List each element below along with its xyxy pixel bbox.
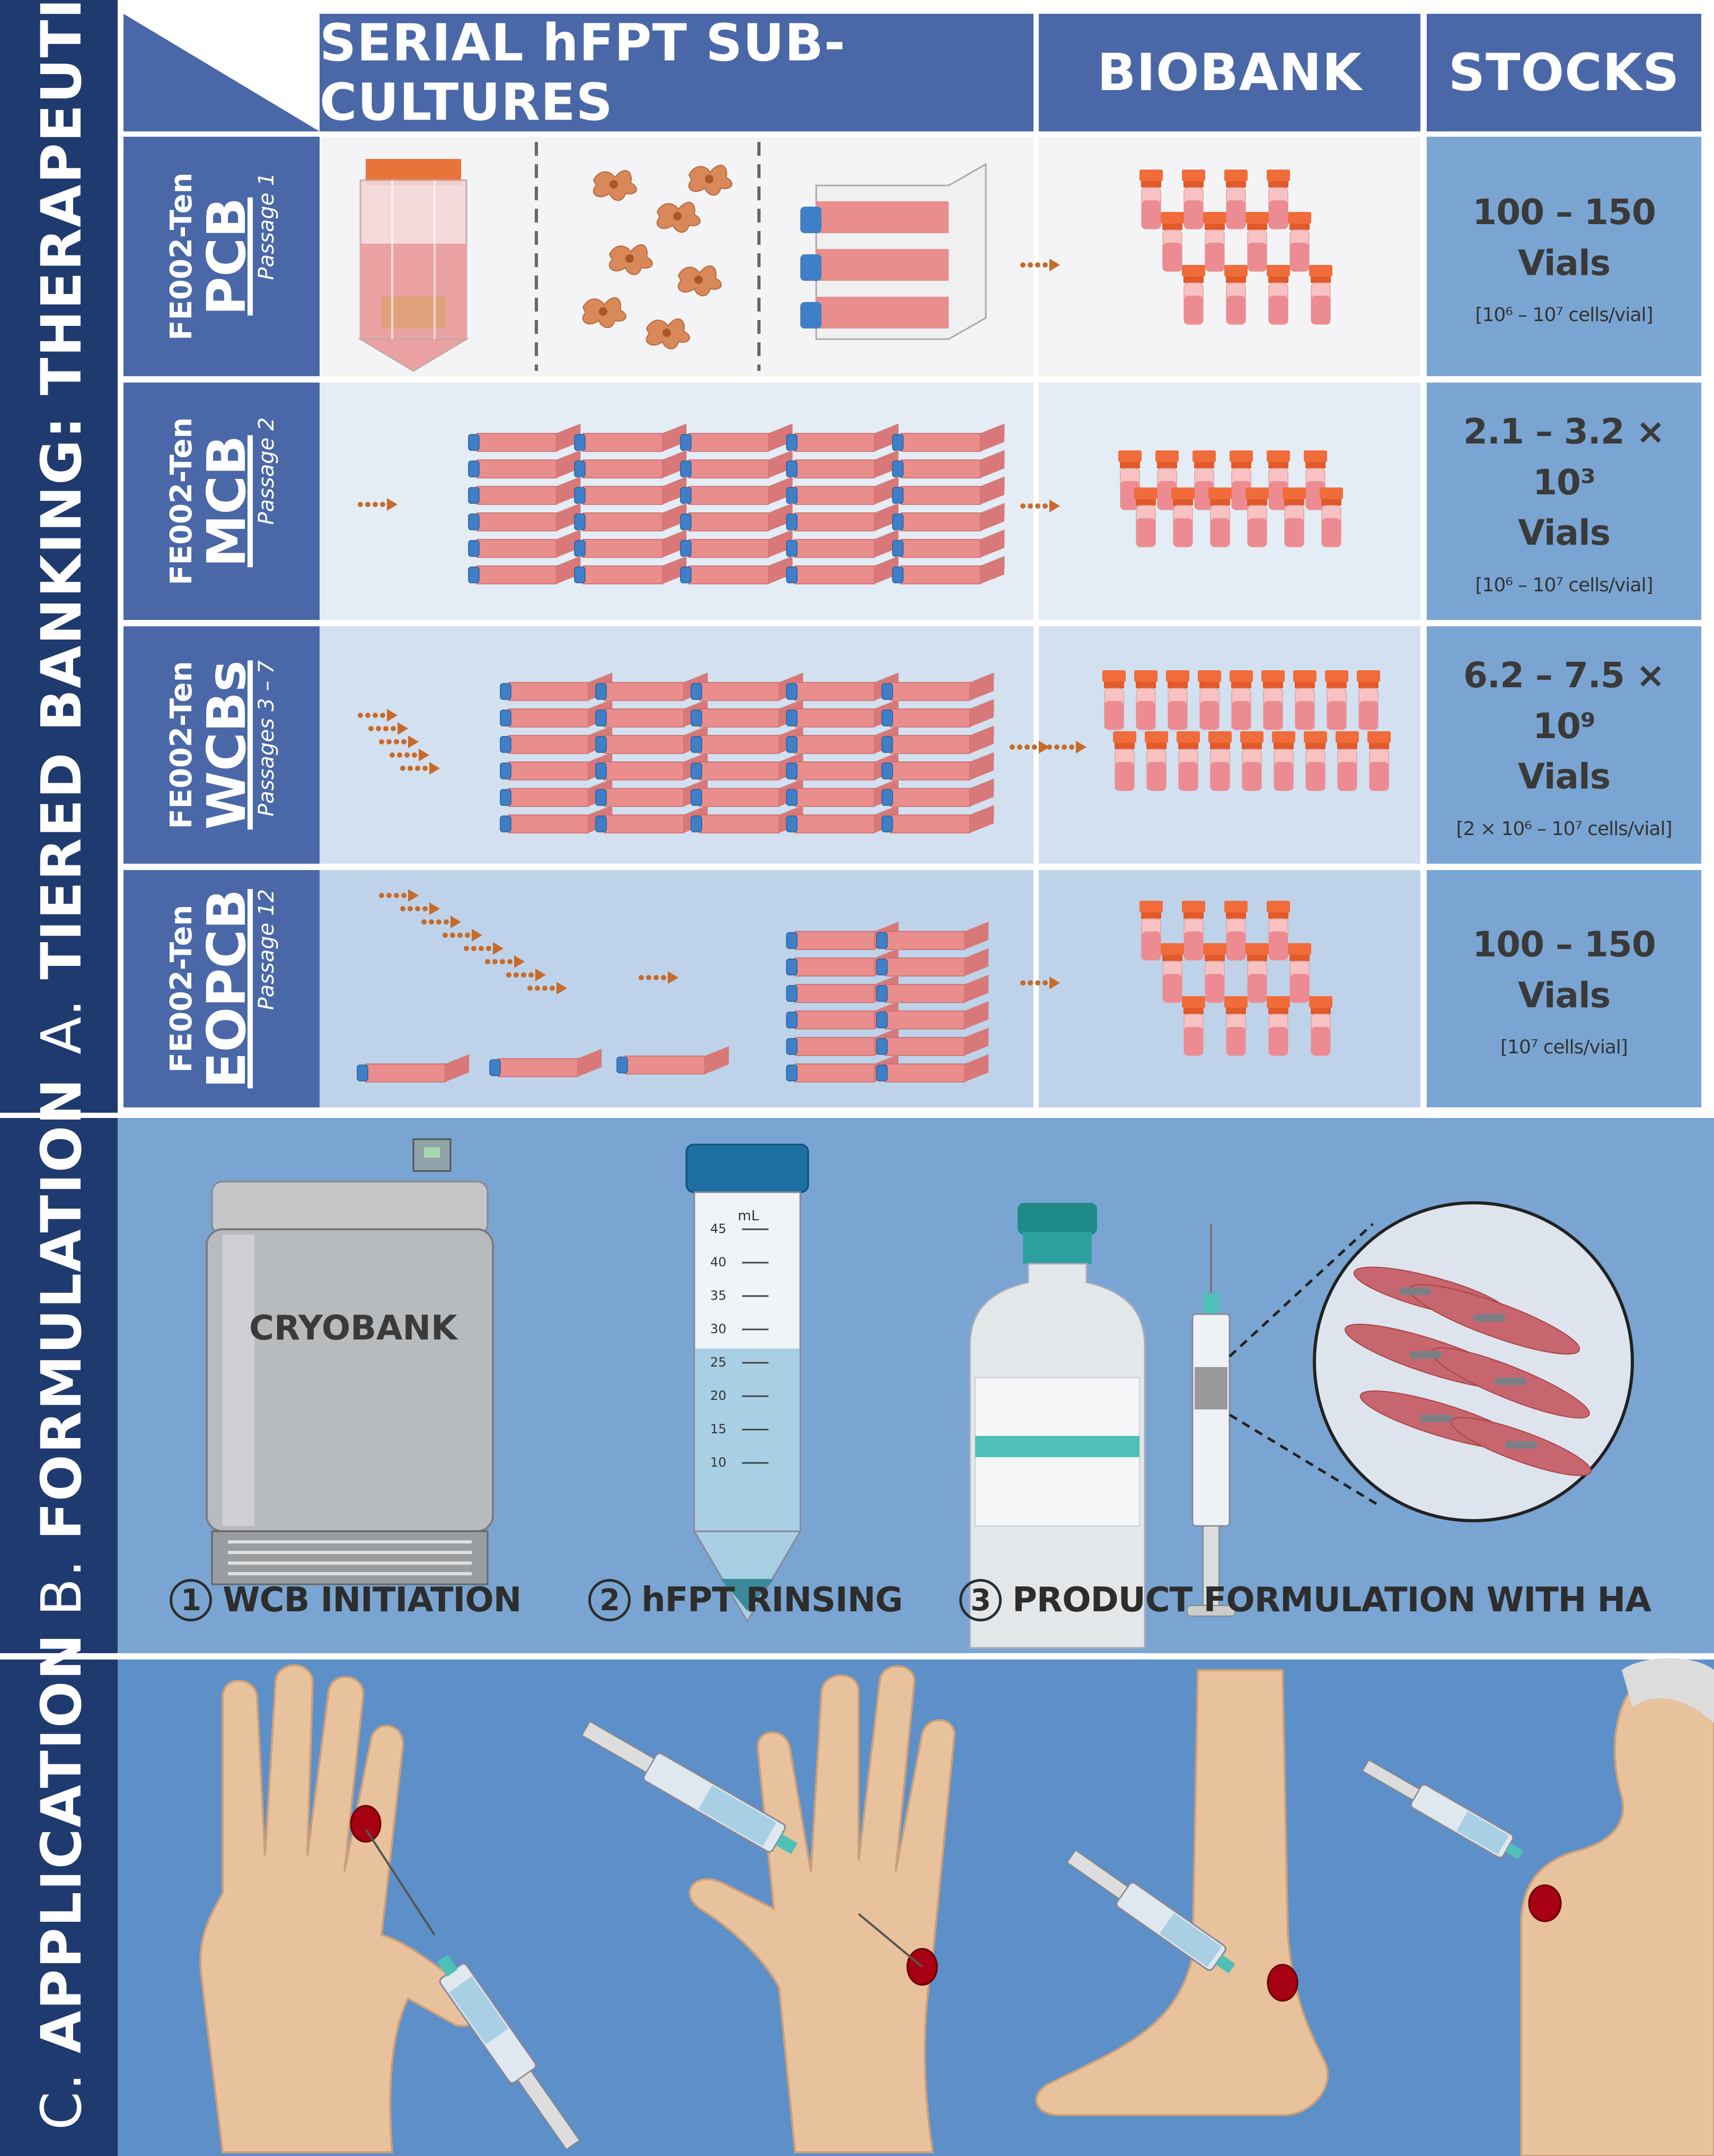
tube-tick-30: 30	[710, 1321, 727, 1336]
syringe-leg	[1066, 1849, 1235, 1974]
injection-site-1	[350, 1805, 382, 1843]
pcb-vials	[1139, 169, 1333, 325]
tube-tick-40: 40	[710, 1255, 727, 1270]
wcbs-vials	[1102, 670, 1391, 791]
syringe-illustration	[1187, 1224, 1235, 1617]
tube-tick-10: 10	[710, 1455, 727, 1470]
pcb-arrow	[1020, 259, 1060, 271]
tube-tick-15: 15	[710, 1422, 727, 1436]
mcb-arrow-2	[1020, 500, 1060, 512]
shoulder-illustration	[1520, 1669, 1714, 2156]
eopcb-vials	[1139, 900, 1333, 1056]
hair-illustration	[1622, 1658, 1714, 1723]
section-b-illustrations	[206, 1138, 1634, 1649]
eopcb-arrow-mid	[639, 971, 678, 984]
zoom-line-1	[1229, 1223, 1374, 1358]
pcb-cells	[582, 164, 732, 350]
wcbs-arrows	[358, 709, 440, 775]
mcb-vials	[1118, 450, 1344, 547]
mcb-flasks	[468, 423, 1005, 584]
step-hfpt-rinsing: 2 hFPT RINSING	[588, 1579, 903, 1621]
syringe-hand-2	[581, 1720, 923, 1968]
stock-pcb: 100 – 150 Vials [10⁶ – 10⁷ cells/vial]	[1427, 137, 1701, 376]
injection-site-3	[1267, 1964, 1298, 2002]
centrifuge-tube-illustration	[685, 1143, 809, 1623]
row-label-wcbs: FE002-Ten WCBs Passages 3 – 7	[123, 626, 320, 864]
eopcb-arrow-2	[1020, 977, 1060, 989]
mcb-arrow-1	[358, 498, 397, 511]
row-label-mcb: FE002-Ten MCB Passage 2	[123, 383, 320, 620]
wcbs-flasks	[500, 672, 994, 833]
eopcb-single-flasks	[357, 1046, 729, 1083]
row-label-eopcb: FE002-Ten EOPCB Passage 12	[123, 870, 320, 1107]
section-c-sidebar	[0, 1660, 118, 2156]
pcb-tubes	[357, 159, 470, 372]
eopcb-flask-stacks	[786, 921, 989, 1083]
ha-bottle-illustration	[969, 1203, 1146, 1649]
hand-right-illustration	[688, 1665, 956, 2153]
stock-wcbs: 6.2 – 7.5 × 10⁹ Vials [2 × 10⁶ – 10⁷ cel…	[1427, 626, 1701, 864]
tube-tick-25: 25	[710, 1355, 727, 1370]
zoom-circle-illustration	[1313, 1201, 1634, 1522]
leg-foot-illustration	[1035, 1669, 1329, 2116]
syringe-shoulder	[1362, 1759, 1524, 1860]
hand-left-illustration	[199, 1664, 482, 2153]
header-biobank: BIOBANK	[1039, 14, 1420, 131]
tube-tick-45: 45	[710, 1221, 727, 1236]
step-wcb-initiation: 1 WCB INITIATION	[170, 1579, 522, 1621]
stock-eopcb: 100 – 150 Vials [10⁷ cells/vial]	[1427, 870, 1701, 1107]
header-stocks: STOCKS	[1427, 14, 1701, 131]
wcbs-arrows-2	[1010, 741, 1086, 753]
eopcb-arrows	[379, 889, 567, 995]
tube-unit-label: mL	[738, 1208, 759, 1224]
tube-tick-20: 20	[710, 1388, 727, 1403]
syringe-hand-1	[365, 1828, 580, 2151]
section-b-sidebar	[0, 1118, 118, 1653]
section-c-illustrations	[199, 1658, 1714, 2156]
cryobank-illustration	[206, 1138, 494, 1585]
section-a-illustrations	[357, 142, 1391, 1083]
tube-tick-35: 35	[710, 1288, 727, 1303]
pcb-multiflask	[800, 163, 987, 340]
stock-mcb: 2.1 – 3.2 × 10³ Vials [10⁶ – 10⁷ cells/v…	[1427, 383, 1701, 620]
corner-cell	[123, 14, 320, 131]
section-a-sidebar	[0, 0, 118, 1113]
injection-site-4	[1528, 1884, 1562, 1922]
header-subcultures: SERIAL hFPT SUB-CULTURES	[320, 13, 1033, 132]
row-label-pcb: FE002-Ten PCB Passage 1	[123, 137, 320, 376]
step-product-formulation: 3 PRODUCT FORMULATION WITH HA	[959, 1579, 1651, 1621]
cryobank-label: CRYOBANK	[249, 1309, 457, 1348]
